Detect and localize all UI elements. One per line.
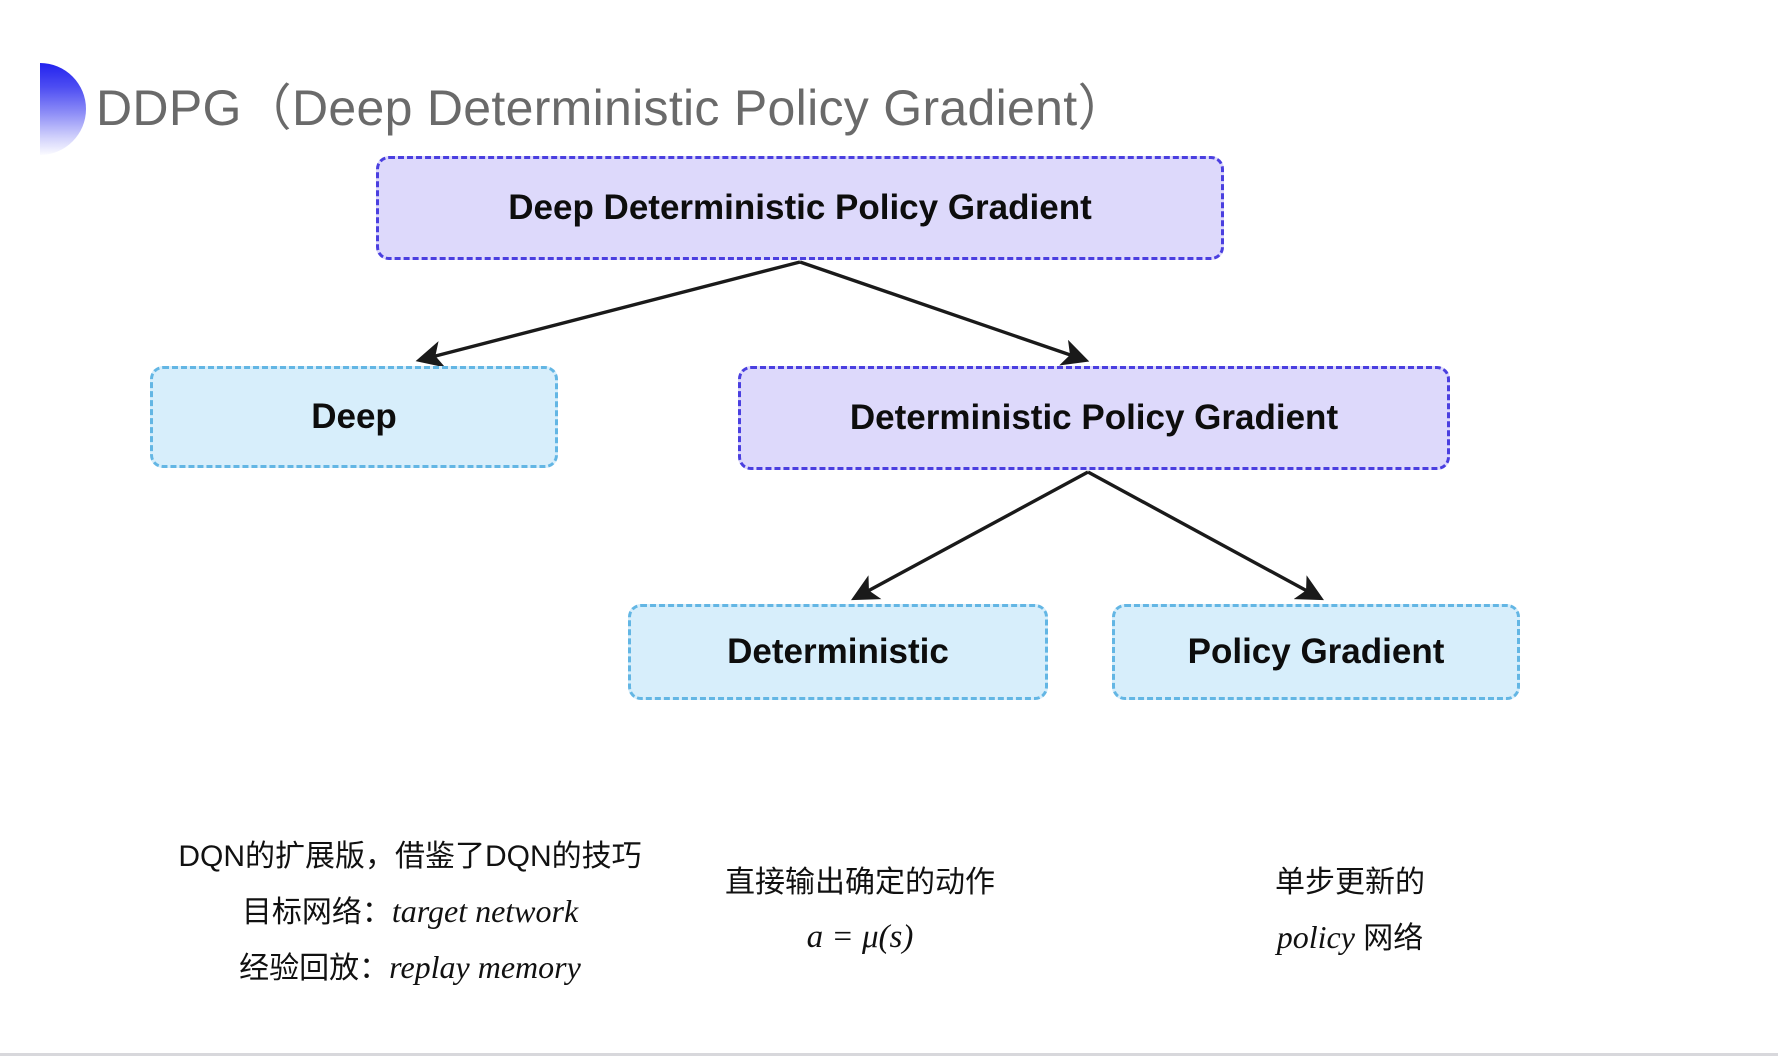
edge-dpg-to-policy-gradient <box>1087 470 1324 601</box>
slide-bottom-divider <box>0 1053 1778 1056</box>
caption-policy-suffix: 网络 <box>1354 922 1424 955</box>
caption-deep-line-2: 目标网络：target network <box>150 884 670 940</box>
caption-deep-replay-memory: replay memory <box>389 949 581 985</box>
node-deterministic-policy-gradient[interactable]: Deterministic Policy Gradient <box>738 366 1450 470</box>
caption-deep-target-network: target network <box>391 893 579 929</box>
node-deterministic[interactable]: Deterministic <box>628 604 1048 700</box>
caption-deep-line-1: DQN的扩展版，借鉴了DQN的技巧 <box>178 840 642 873</box>
caption-policy-gradient-line-2: policy 网络 <box>1190 910 1510 966</box>
node-deep-deterministic-policy-gradient[interactable]: Deep Deterministic Policy Gradient <box>376 156 1224 260</box>
title-accent-shape <box>40 63 86 155</box>
caption-deep: DQN的扩展版，借鉴了DQN的技巧 目标网络：target network 经验… <box>150 830 670 996</box>
edge-root-to-deep <box>415 260 801 368</box>
edge-dpg-to-deterministic <box>851 470 1089 601</box>
caption-deterministic-formula: a = μ(s) <box>806 919 914 955</box>
page-title: DDPG（Deep Deterministic Policy Gradient） <box>96 80 1128 136</box>
caption-deterministic-line-1: 直接输出确定的动作 <box>725 866 995 899</box>
caption-policy-gradient-line-1: 单步更新的 <box>1275 866 1425 899</box>
caption-deep-line-2-label: 目标网络： <box>241 896 392 929</box>
caption-deep-line-3: 经验回放：replay memory <box>150 940 670 996</box>
caption-deep-line-3-label: 经验回放： <box>239 952 390 985</box>
node-policy-gradient[interactable]: Policy Gradient <box>1112 604 1520 700</box>
caption-policy-gradient: 单步更新的 policy 网络 <box>1190 856 1510 966</box>
edge-root-to-dpg <box>799 260 1090 366</box>
caption-policy-term: policy <box>1276 919 1355 955</box>
node-deep[interactable]: Deep <box>150 366 558 468</box>
caption-deterministic: 直接输出确定的动作 a = μ(s) <box>700 856 1020 964</box>
